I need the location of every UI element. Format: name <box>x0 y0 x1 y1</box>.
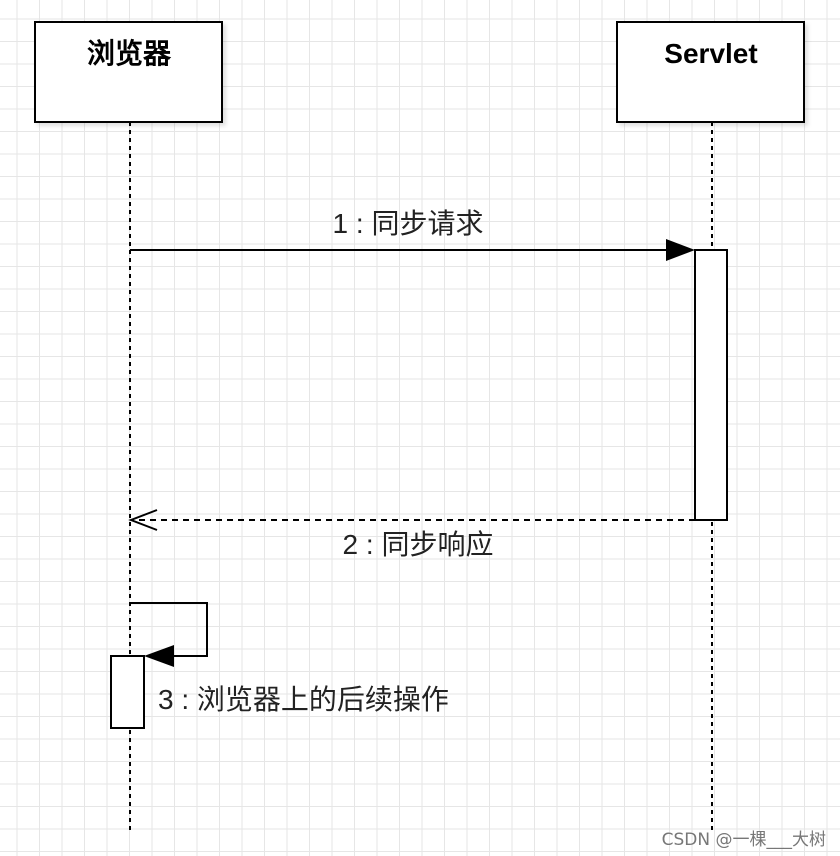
participant-browser[interactable]: 浏览器 <box>34 21 223 123</box>
message-response[interactable]: 2 : 同步响应 <box>128 509 695 560</box>
participant-servlet[interactable]: Servlet <box>616 21 805 123</box>
browser-activation-bar <box>110 655 145 729</box>
self-call-arrowhead-icon <box>144 645 174 667</box>
message-request[interactable]: 1 : 同步请求 <box>130 208 695 261</box>
self-call-arrow-line <box>130 602 208 657</box>
participant-browser-label: 浏览器 <box>87 38 172 69</box>
self-call-label: 3 : 浏览器上的后续操作 <box>158 684 449 715</box>
participant-servlet-label: Servlet <box>664 38 757 69</box>
watermark: CSDN @一棵___大树 <box>661 830 826 850</box>
response-label: 2 : 同步响应 <box>343 529 494 560</box>
message-self-call[interactable]: 3 : 浏览器上的后续操作 <box>130 602 449 715</box>
participant-servlet-box <box>616 21 805 123</box>
participant-browser-box <box>34 21 223 123</box>
request-label: 1 : 同步请求 <box>333 208 484 239</box>
request-arrowhead-icon <box>666 239 695 261</box>
response-arrowhead-icon <box>128 509 158 531</box>
servlet-activation-bar <box>694 249 728 521</box>
